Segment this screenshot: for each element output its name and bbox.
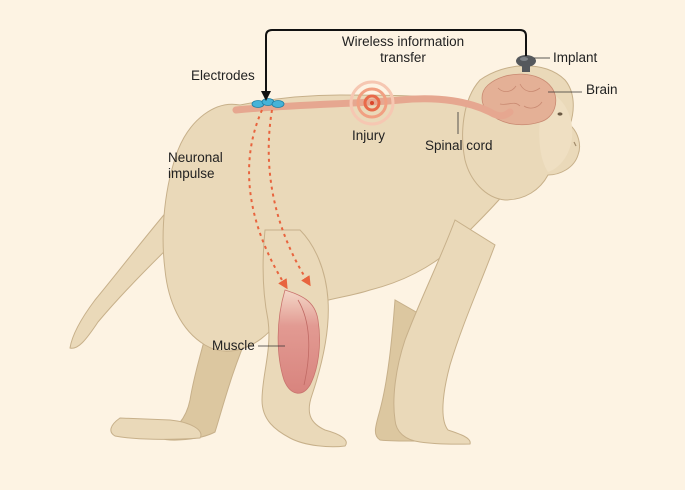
injury-ring-outer [349, 80, 395, 126]
implant-device [516, 55, 536, 72]
muscle-label: Muscle [212, 338, 255, 353]
far-hind-foot [110, 417, 202, 440]
near-fore-leg [393, 219, 496, 445]
neuronal-impulse-arrow-2 [267, 109, 311, 287]
spinal-cord-label: Spinal cord [425, 138, 493, 153]
brain-label: Brain [586, 82, 618, 97]
leg-muscle-belly [297, 299, 310, 386]
wireless-transfer-label: Wireless information transfer [318, 34, 488, 66]
leg-muscle [277, 289, 320, 394]
monkey-eye [557, 112, 563, 116]
neuronal-impulse-line2: impulse [168, 166, 215, 181]
electrodes-label: Electrodes [191, 68, 255, 83]
brain-shape [481, 73, 557, 126]
wireless-transfer-line1: Wireless information [341, 34, 465, 49]
injury-label: Injury [352, 128, 386, 143]
wireless-transfer-line2: transfer [380, 50, 426, 65]
spinal-cord [232, 95, 514, 120]
neuronal-impulse-line1: Neuronal [168, 150, 223, 165]
neuronal-impulse-label: Neuronal impulse [168, 150, 223, 182]
wireless-transfer-arrow [261, 29, 527, 101]
implant-label: Implant [553, 50, 598, 65]
injury-ring-inner [363, 94, 381, 112]
injury-ring-middle [356, 87, 388, 119]
injury-center [370, 101, 374, 105]
brain-folds [497, 83, 543, 109]
monkey-nose [573, 141, 577, 147]
